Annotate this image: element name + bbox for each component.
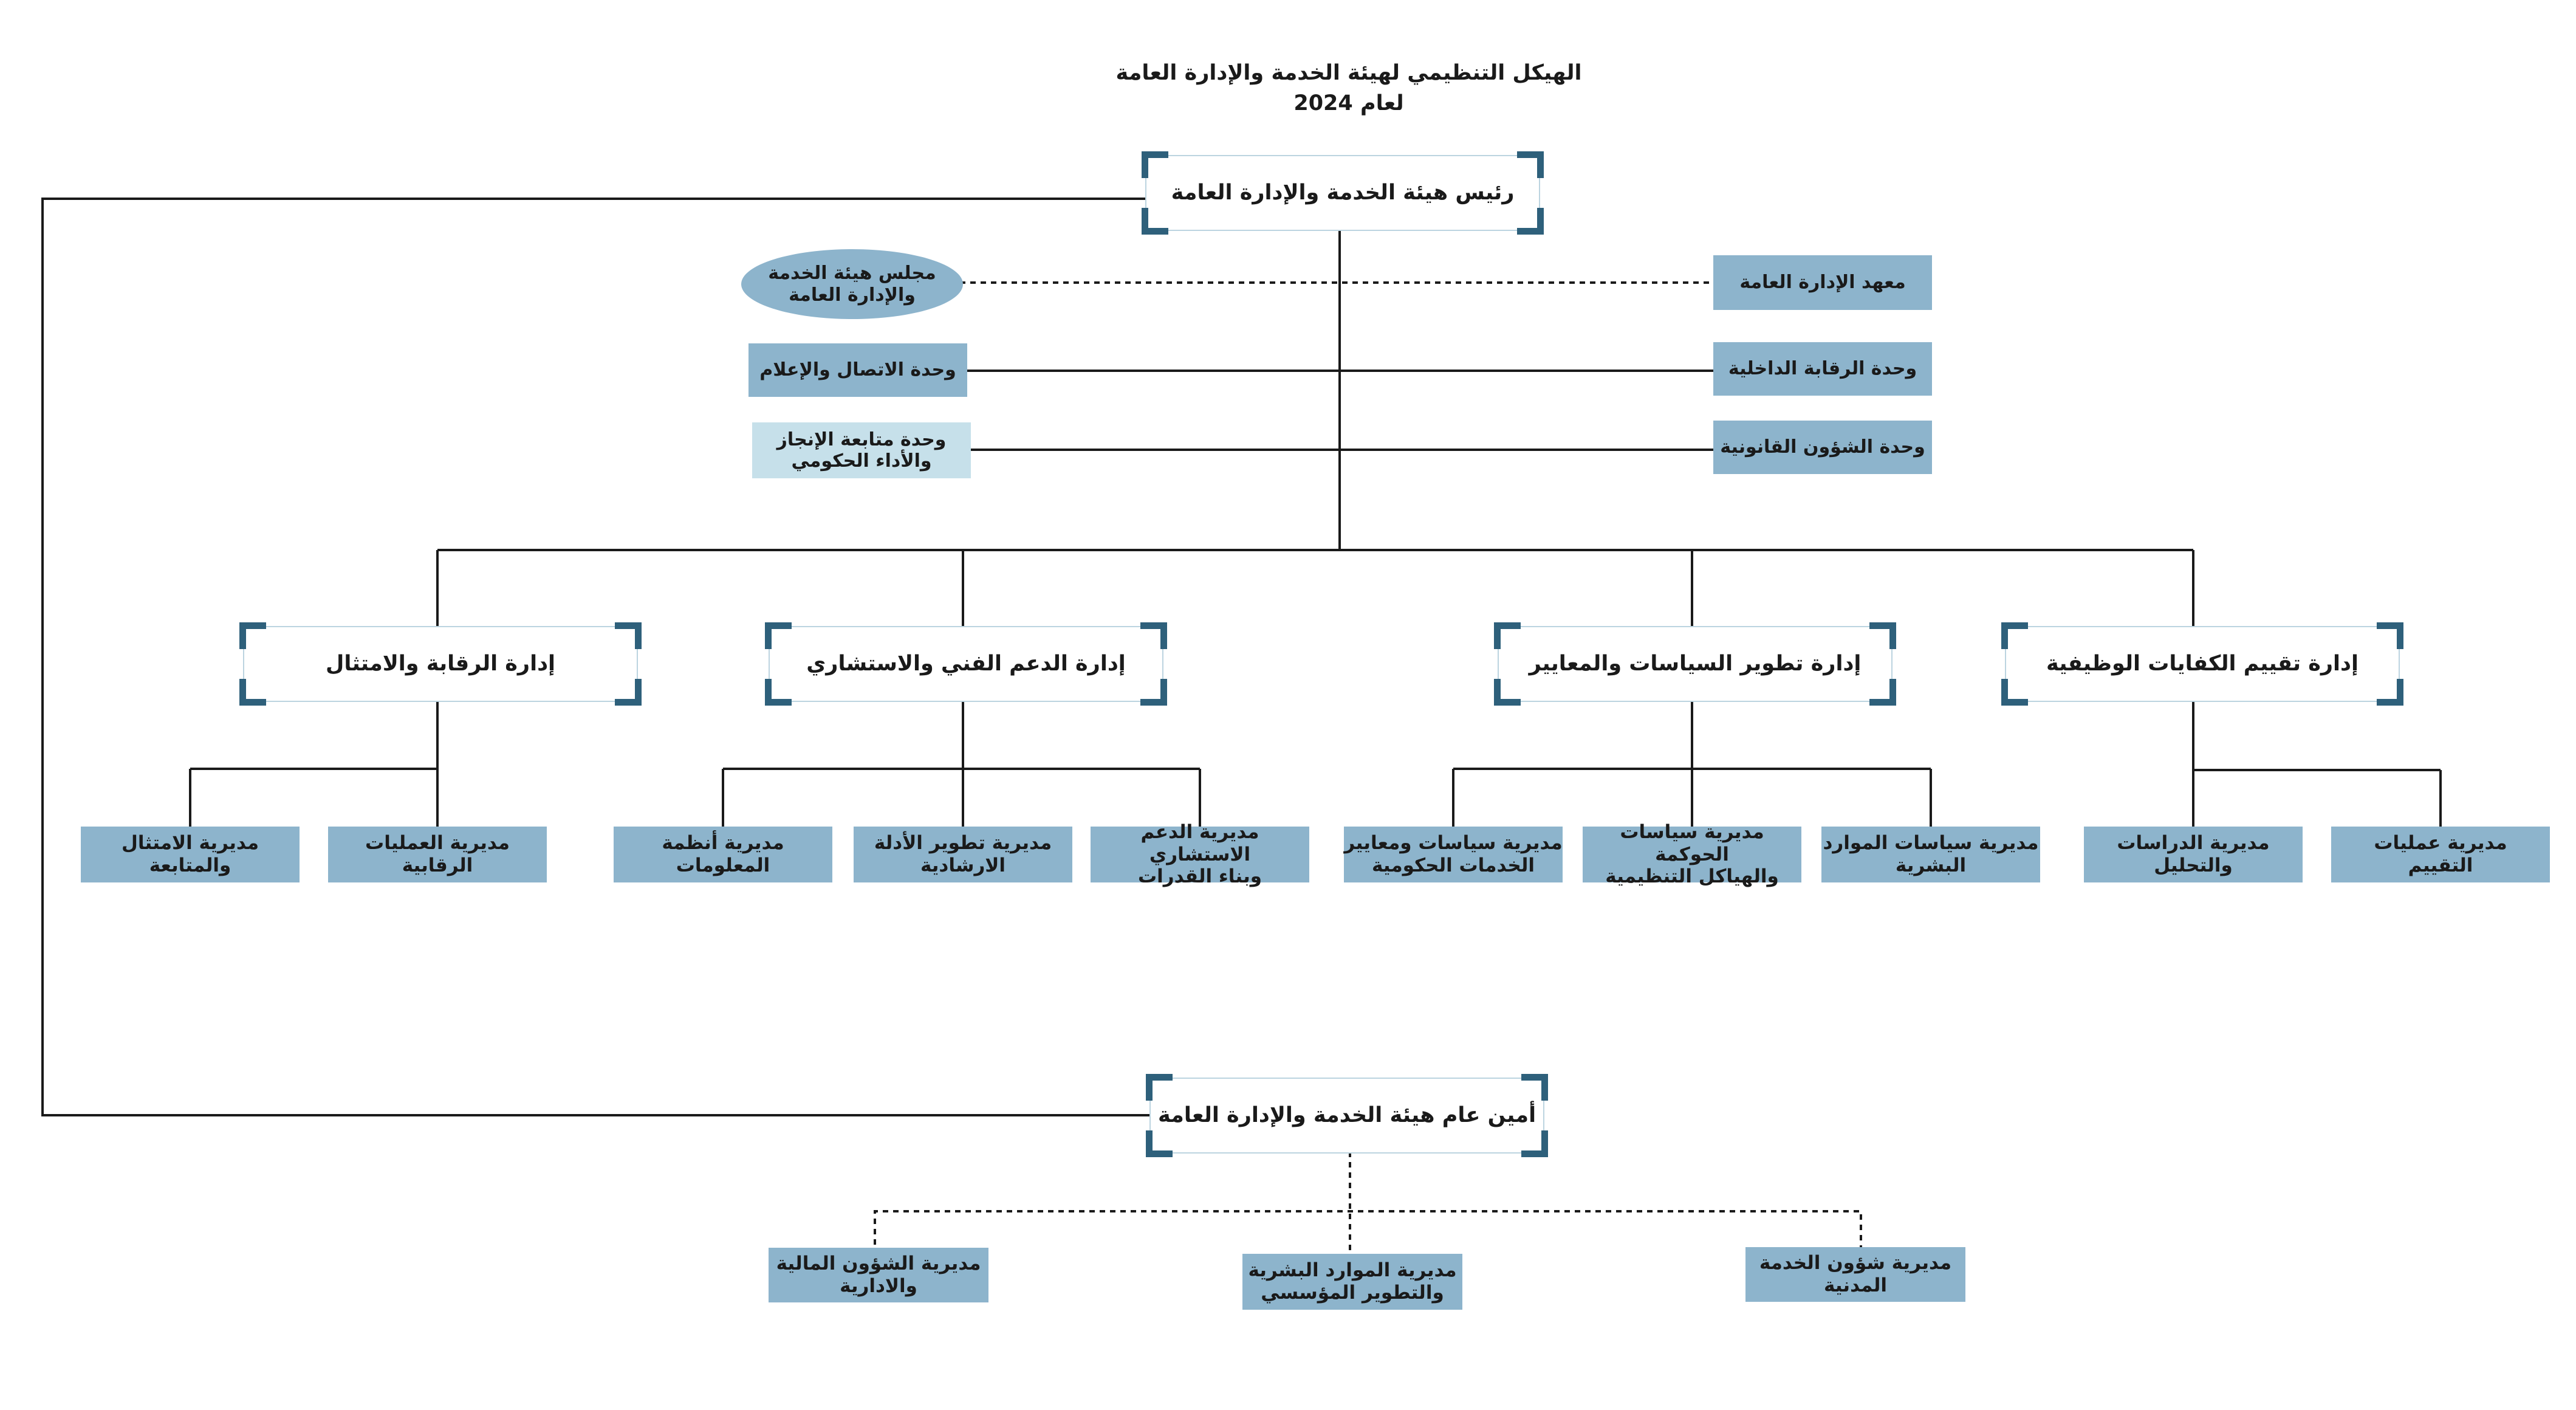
frame-corner [615, 679, 642, 706]
frame-corner [1869, 622, 1896, 649]
unit-label-line2: والأداء الحكومي [791, 450, 932, 472]
department-box[interactable]: إدارة الدعم الفني والاستشاري [765, 622, 1167, 706]
chart-subtitle: لعام 2024 [1293, 91, 1404, 115]
directorate-box[interactable]: مديرية الدعم الاستشاري وبناء القدرات [1091, 821, 1309, 887]
unit-label: وحدة الاتصال والإعلام [759, 359, 956, 381]
directorate-label-line1: مديرية شؤون الخدمة [1759, 1252, 1952, 1274]
directorate-label-line1: مديرية سياسات الحوكمة [1620, 821, 1764, 865]
connector-dotted [874, 1210, 1862, 1255]
unit-label: وحدة الشؤون القانونية [1720, 436, 1925, 458]
directorate-label-line2: والمتابعة [149, 855, 231, 876]
frame-corner [1517, 151, 1544, 178]
directorate-label-line1: مديرية تطوير الأدلة [874, 832, 1052, 855]
directorate-box[interactable]: مديرية أنظمة المعلومات [614, 827, 832, 882]
frame-corner [1140, 679, 1167, 706]
frame-corner [1142, 208, 1168, 235]
council-label-line1: مجلس هيئة الخدمة [768, 263, 936, 284]
institute-label: معهد الإدارة العامة [1739, 272, 1906, 294]
directorate-label-line1: مديرية الشؤون المالية [776, 1253, 981, 1275]
directorate-box[interactable]: مديرية عمليات التقييم [2331, 827, 2550, 882]
directorate-label-line1: مديرية الموارد البشرية [1248, 1259, 1457, 1282]
directorate-label-line2: والادارية [840, 1275, 917, 1297]
frame-corner [1517, 208, 1544, 235]
council-label-line2: والإدارة العامة [789, 284, 916, 306]
frame-corner [615, 622, 642, 649]
frame-corner [1869, 679, 1896, 706]
frame-corner [239, 679, 266, 706]
directorate-box[interactable]: مديرية سياسات الحوكمة والهياكل التنظيمية [1583, 821, 1801, 887]
department-label: إدارة تطوير السياسات والمعايير [1529, 651, 1862, 676]
directorate-label-line2: الارشادية [920, 855, 1006, 876]
unit-label: وحدة الرقابة الداخلية [1728, 358, 1917, 380]
unit-legal-affairs[interactable]: وحدة الشؤون القانونية [1713, 421, 1932, 474]
frame-corner [2377, 622, 2403, 649]
directorate-box[interactable]: مديرية الدراسات والتحليل [2084, 827, 2303, 882]
secretary-general-label: أمين عام هيئة الخدمة والإدارة العامة [1157, 1102, 1536, 1127]
president-label: رئيس هيئة الخدمة والإدارة العامة [1171, 180, 1515, 205]
directorate-label-line2: المعلومات [676, 855, 770, 876]
directorate-box[interactable]: مديرية سياسات ومعايير الخدمات الحكومية [1344, 827, 1563, 882]
institute-box[interactable]: معهد الإدارة العامة [1713, 255, 1932, 310]
frame-corner [2001, 622, 2028, 649]
frame-corner [765, 679, 792, 706]
directorate-box[interactable]: مديرية العمليات الرقابية [328, 827, 547, 882]
directorate-label-line1: مديرية سياسات ومعايير [1344, 832, 1563, 855]
connector [41, 198, 1149, 1116]
council-oval[interactable]: مجلس هيئة الخدمة والإدارة العامة [741, 249, 963, 319]
chart-title: الهيكل التنظيمي لهيئة الخدمة والإدارة ال… [1115, 61, 1582, 85]
department-label: إدارة تقييم الكفايات الوظيفية [2046, 651, 2358, 676]
department-label: إدارة الرقابة والامتثال [325, 651, 556, 676]
directorate-box[interactable]: مديرية سياسات الموارد البشرية [1821, 827, 2040, 882]
secretariat-directorate-box[interactable]: مديرية الشؤون المالية والادارية [769, 1248, 988, 1302]
directorate-label-line2: والهياكل التنظيمية [1605, 865, 1779, 888]
unit-label-line1: وحدة متابعة الإنجاز [776, 428, 947, 450]
secretary-general-box[interactable]: أمين عام هيئة الخدمة والإدارة العامة [1146, 1074, 1548, 1157]
frame-corner [1494, 679, 1521, 706]
directorate-label-line1: مديرية العمليات [365, 832, 510, 855]
directorate-label-line1: مديرية الامتثال [122, 832, 259, 855]
directorate-label-line2: والتطوير المؤسسي [1261, 1282, 1444, 1304]
directorate-label-line1: مديرية الدراسات [2117, 832, 2270, 855]
department-label: إدارة الدعم الفني والاستشاري [806, 651, 1126, 676]
frame-corner [765, 622, 792, 649]
directorate-label-line2: والتحليل [2154, 855, 2233, 876]
directorate-label-line2: وبناء القدرات [1138, 865, 1262, 888]
frame-corner [2377, 679, 2403, 706]
frame-corner [2001, 679, 2028, 706]
unit-performance-followup[interactable]: وحدة متابعة الإنجاز والأداء الحكومي [752, 422, 971, 478]
unit-communication-media[interactable]: وحدة الاتصال والإعلام [748, 343, 967, 397]
directorate-box[interactable]: مديرية تطوير الأدلة الارشادية [854, 827, 1072, 882]
secretariat-directorate-box[interactable]: مديرية الموارد البشرية والتطوير المؤسسي [1242, 1254, 1462, 1310]
department-box[interactable]: إدارة تطوير السياسات والمعايير [1494, 622, 1896, 706]
directorate-label-line2: البشرية [1895, 855, 1967, 876]
frame-corner [1521, 1074, 1548, 1101]
directorate-label-line1: مديرية الدعم الاستشاري [1140, 821, 1259, 865]
directorate-label-line2: الخدمات الحكومية [1372, 855, 1535, 876]
directorate-label-line2: التقييم [2408, 855, 2473, 876]
president-box[interactable]: رئيس هيئة الخدمة والإدارة العامة [1142, 151, 1544, 235]
directorate-label-line1: مديرية سياسات الموارد [1823, 832, 2039, 855]
unit-internal-audit[interactable]: وحدة الرقابة الداخلية [1713, 342, 1932, 396]
directorate-label-line2: الرقابية [402, 855, 473, 876]
directorate-label-line1: مديرية أنظمة [662, 832, 784, 855]
frame-corner [239, 622, 266, 649]
frame-corner [1146, 1130, 1173, 1157]
directorate-box[interactable]: مديرية الامتثال والمتابعة [81, 827, 300, 882]
frame-corner [1140, 622, 1167, 649]
directorate-label-line1: مديرية عمليات [2374, 832, 2507, 855]
frame-corner [1521, 1130, 1548, 1157]
frame-corner [1494, 622, 1521, 649]
directorate-label-line2: المدنية [1823, 1274, 1888, 1296]
frame-corner [1146, 1074, 1173, 1101]
secretariat-directorate-box[interactable]: مديرية شؤون الخدمة المدنية [1745, 1247, 1965, 1302]
department-box[interactable]: إدارة الرقابة والامتثال [239, 622, 642, 706]
frame-corner [1142, 151, 1168, 178]
department-box[interactable]: إدارة تقييم الكفايات الوظيفية [2001, 622, 2403, 706]
